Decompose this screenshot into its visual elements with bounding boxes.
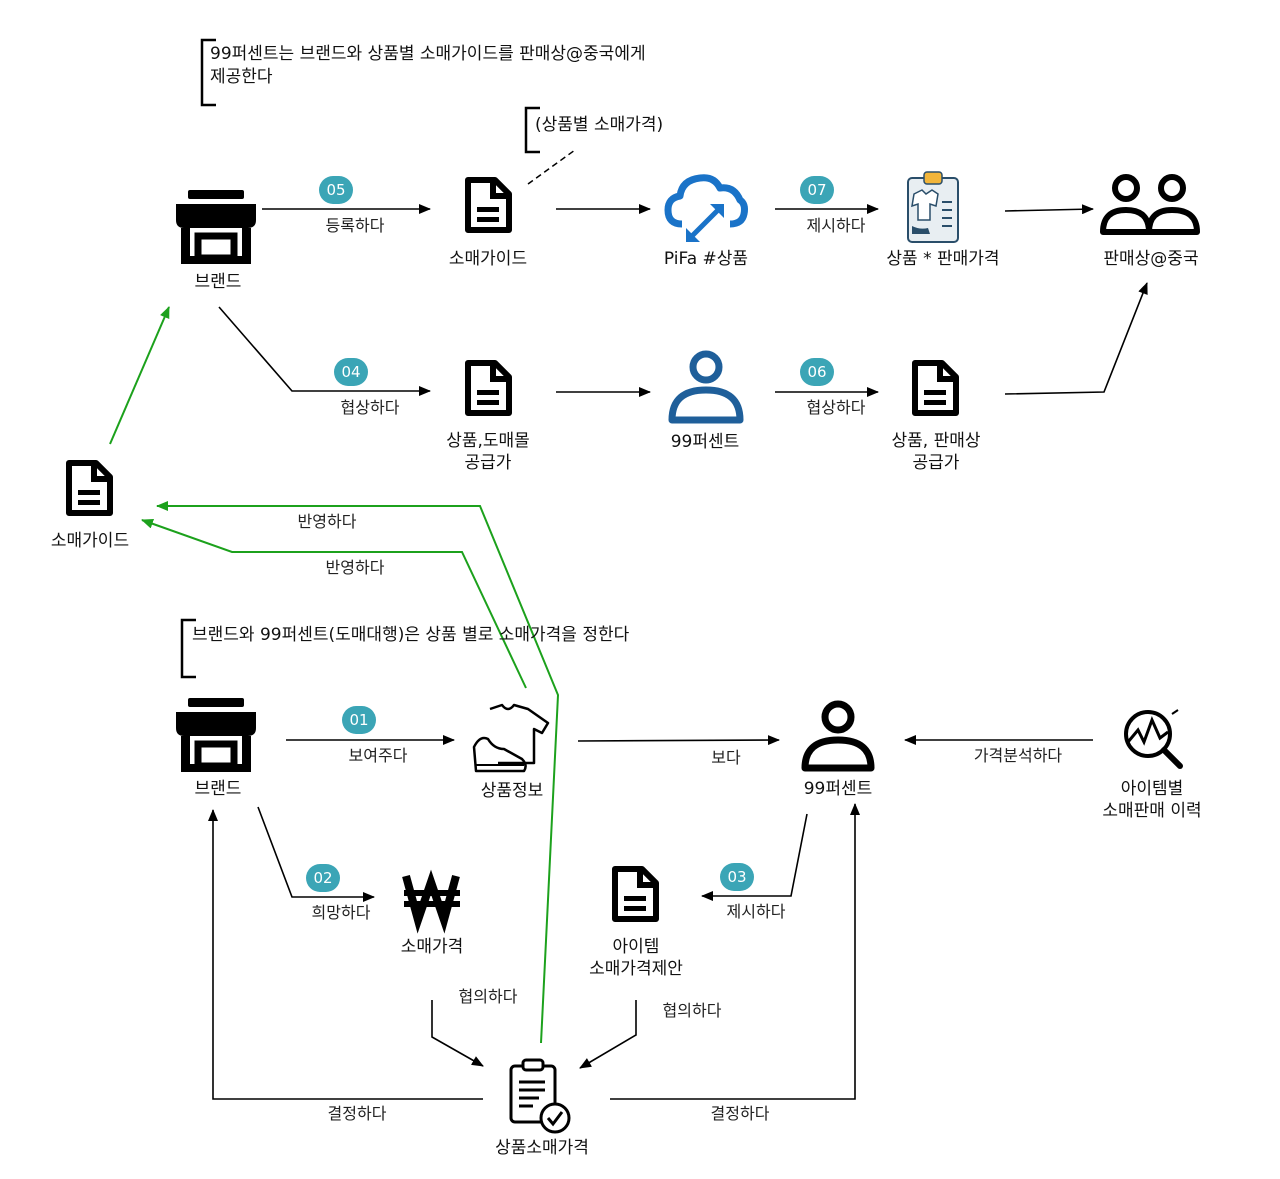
step-badge-01: 01 <box>342 706 376 734</box>
note-bracket-price <box>524 106 540 154</box>
store-icon <box>176 698 256 772</box>
edge-label-hope: 희망하다 <box>311 903 371 922</box>
edge-label-reflect2: 반영하다 <box>325 558 385 577</box>
edge-supply-to-seller <box>1004 282 1148 395</box>
document-icon <box>912 360 959 416</box>
edge-decide2 <box>610 803 860 1100</box>
node-wholesale-mall-price: 상품,도매몰 공급가 <box>446 431 530 473</box>
edge-reflect1 <box>156 501 560 1044</box>
note-retail-price: (상품별 소매가격) <box>535 115 664 135</box>
edge-guide-to-brand <box>109 306 170 445</box>
node-seller-supply-price: 상품, 판매상 공급가 <box>891 431 981 473</box>
document-icon <box>612 866 659 922</box>
step-badge-06: 06 <box>800 358 834 386</box>
node-retail-price: 소매가격 <box>400 937 464 957</box>
edge-label-see: 보다 <box>711 748 741 767</box>
node-pifa-product: PiFa #상품 <box>663 249 749 269</box>
note-bracket-bottom <box>180 618 196 679</box>
node-99percent-bottom: 99퍼센트 <box>803 779 873 799</box>
edge-see <box>577 735 780 746</box>
document-icon <box>465 177 512 233</box>
edge-consult1 <box>431 1000 484 1067</box>
node-item-history: 아이템별 소매판매 이력 <box>1102 779 1202 821</box>
document-icon <box>465 360 512 416</box>
edge-hope <box>257 806 375 902</box>
edge-present-bottom <box>701 813 808 901</box>
cloud-sync-icon <box>664 174 748 242</box>
edge-negotiate-top <box>218 306 431 396</box>
edge-label-consult1: 협의하다 <box>458 987 518 1006</box>
note-top: 99퍼센트는 브랜드와 상품별 소매가이드를 판매상@중국에게 제공한다 <box>210 44 646 87</box>
node-brand-bottom: 브랜드 <box>194 779 242 799</box>
step-badge-03: 03 <box>720 863 754 891</box>
edge-label-present-top: 제시하다 <box>806 216 866 235</box>
analytics-icon <box>1124 709 1183 769</box>
node-item-price-proposal: 아이템 소매가격제안 <box>589 937 683 979</box>
note-dashed-connector <box>527 149 576 185</box>
won-icon <box>402 869 460 934</box>
edge-reflect2 <box>141 518 527 689</box>
edge-decide1 <box>208 809 483 1100</box>
step-badge-07: 07 <box>800 176 834 204</box>
node-product-retail-price: 상품소매가격 <box>495 1138 589 1158</box>
edge-label-reflect1: 반영하다 <box>297 512 357 531</box>
node-seller-china: 판매상@중국 <box>1103 249 1199 269</box>
step-badge-05: 05 <box>319 176 353 204</box>
edge-consult2 <box>579 1000 637 1069</box>
node-retail-guide-top: 소매가이드 <box>448 249 528 269</box>
note-bracket-top <box>200 38 216 107</box>
edge-label-negotiate-top: 협상하다 <box>340 398 400 417</box>
step-badge-02: 02 <box>306 864 340 892</box>
node-brand-top: 브랜드 <box>194 272 242 292</box>
edge-price-to-seller <box>1004 204 1094 215</box>
node-product-sale-price: 상품 * 판매가격 <box>886 249 1000 269</box>
clothes-icon <box>472 703 550 773</box>
person-icon <box>801 700 875 772</box>
edge-label-consult2: 협의하다 <box>662 1001 722 1020</box>
node-retail-guide-left: 소매가이드 <box>50 531 130 551</box>
store-icon <box>176 190 256 264</box>
step-badge-04: 04 <box>334 358 368 386</box>
edge-label-negotiate-top2: 협상하다 <box>806 398 866 417</box>
clipboard-check-icon <box>509 1058 571 1134</box>
person-icon <box>668 350 744 424</box>
edge-label-show: 보여주다 <box>348 746 408 765</box>
edge-label-register: 등록하다 <box>325 216 385 235</box>
edge-label-decide2: 결정하다 <box>710 1104 770 1123</box>
clipboard-clothes-icon <box>907 171 959 243</box>
note-bottom: 브랜드와 99퍼센트(도매대행)은 상품 별로 소매가격을 정한다 <box>192 625 630 645</box>
node-99percent-top: 99퍼센트 <box>670 432 740 452</box>
edge-label-analyze-price: 가격분석하다 <box>973 746 1063 765</box>
edge-label-present-bottom: 제시하다 <box>726 902 786 921</box>
document-icon <box>66 460 113 516</box>
node-product-info: 상품정보 <box>480 781 544 801</box>
edge-label-decide1: 결정하다 <box>327 1104 387 1123</box>
people-icon <box>1100 174 1200 235</box>
